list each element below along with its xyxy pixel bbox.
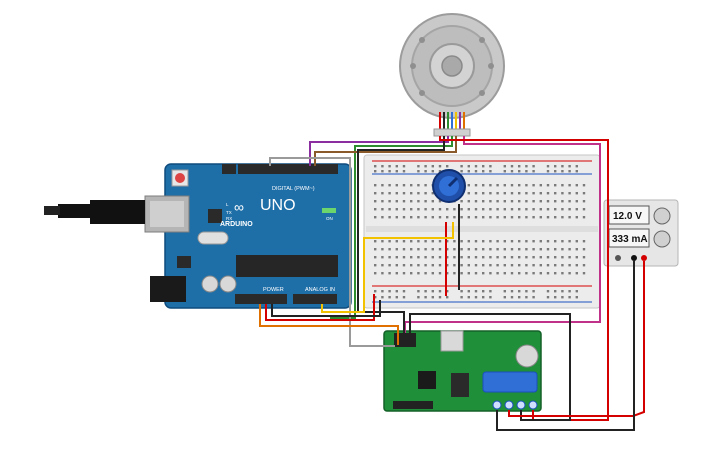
wire-red-5v xyxy=(265,294,375,321)
arduino-model: UNO xyxy=(260,197,296,214)
current-knob[interactable] xyxy=(653,230,671,248)
potentiometer[interactable] xyxy=(432,169,466,203)
motor-lead-wires xyxy=(433,112,471,137)
wire-yellow xyxy=(321,222,454,313)
wire-black-driver xyxy=(409,313,571,421)
wire-red-motor xyxy=(439,136,609,421)
breadboard[interactable] xyxy=(363,154,601,309)
wires[interactable] xyxy=(259,136,645,431)
current-display: 333 mA xyxy=(612,234,648,245)
wire-black-gnd xyxy=(271,300,381,317)
rx-label: RX xyxy=(226,216,232,221)
power-supply[interactable]: 12.0 V 333 mA xyxy=(603,199,679,267)
psu-positive-terminal[interactable] xyxy=(641,255,647,261)
wire-green xyxy=(330,136,453,319)
tx-label: TX xyxy=(226,210,232,215)
wire-orange xyxy=(259,304,399,345)
psu-negative-terminal[interactable] xyxy=(631,255,637,261)
usb-cable[interactable] xyxy=(44,200,145,224)
arduino-uno[interactable]: ARDUINO UNO ∞ DIGITAL (PWM~) POWER ANALO… xyxy=(144,163,352,309)
voltage-display: 12.0 V xyxy=(613,211,642,222)
arduino-brand: ARDUINO xyxy=(220,221,253,228)
digital-label: DIGITAL (PWM~) xyxy=(272,186,315,192)
wire-black-psu xyxy=(496,261,635,431)
power-label: POWER xyxy=(263,287,284,293)
l-label: L xyxy=(226,202,229,207)
voltage-knob[interactable] xyxy=(653,207,671,225)
dc-motor[interactable] xyxy=(399,13,505,119)
motor-driver-board[interactable] xyxy=(383,330,542,412)
breadboard-holes[interactable] xyxy=(374,165,586,299)
on-label: ON xyxy=(326,216,333,221)
analog-label: ANALOG IN xyxy=(305,287,335,293)
wire-black-motor xyxy=(357,136,445,333)
arduino-logo: ∞ xyxy=(234,199,244,215)
wire-gray xyxy=(269,157,395,347)
